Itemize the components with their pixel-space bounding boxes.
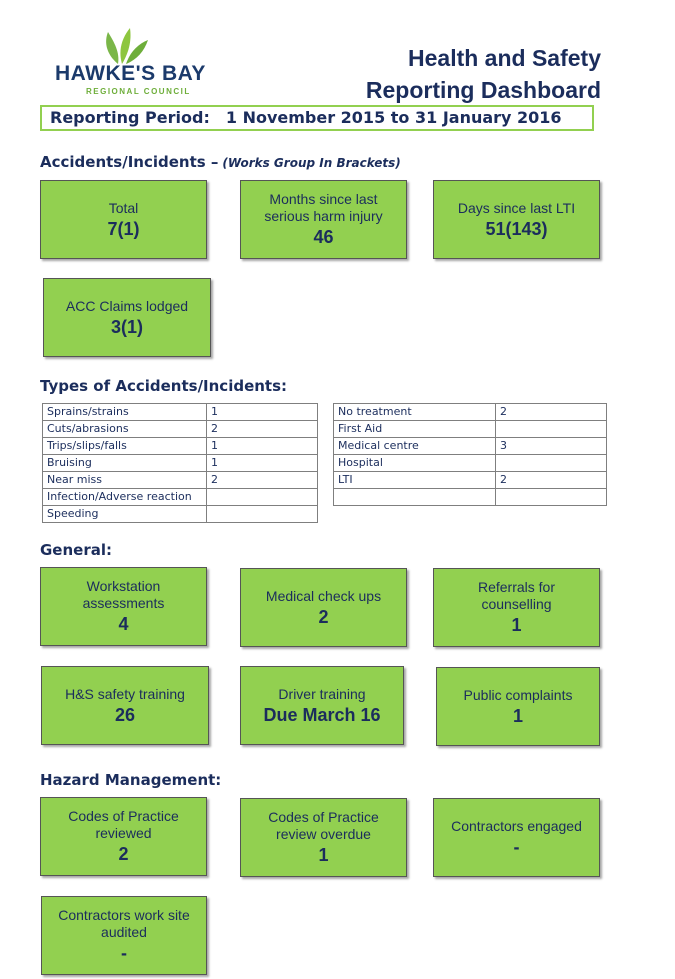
card-acc-claims: ACC Claims lodged 3(1) <box>43 278 211 357</box>
table-row: Infection/Adverse reaction <box>42 488 318 506</box>
card-contractors-audited: Contractors work site audited - <box>41 896 207 975</box>
logo-name: HAWKE'S BAY <box>55 62 206 85</box>
card-codes-reviewed: Codes of Practice reviewed 2 <box>40 797 207 876</box>
reporting-period-label: Reporting Period: <box>50 108 210 127</box>
table-row: Hospital <box>333 454 607 472</box>
card-medical-check-ups: Medical check ups 2 <box>240 568 407 647</box>
table-row: First Aid <box>333 420 607 438</box>
types-heading: Types of Accidents/Incidents: <box>40 377 288 395</box>
general-heading: General: <box>40 541 112 559</box>
card-hs-safety-training: H&S safety training 26 <box>41 666 209 745</box>
logo-subtitle: REGIONAL COUNCIL <box>86 87 191 96</box>
card-referrals-counselling: Referrals for counselling 1 <box>433 568 600 647</box>
page-title: Health and Safety Reporting Dashboard <box>301 42 601 106</box>
accidents-heading: Accidents/Incidents –(Works Group In Bra… <box>40 153 401 171</box>
card-total: Total 7(1) <box>40 180 207 259</box>
table-row <box>333 488 607 506</box>
card-workstation-assessments: Workstation assessments 4 <box>40 567 207 646</box>
reporting-period-box: Reporting Period: 1 November 2015 to 31 J… <box>40 105 594 131</box>
hazard-heading: Hazard Management: <box>40 771 222 789</box>
card-months-since-serious-harm: Months since last serious harm injury 46 <box>240 180 407 259</box>
table-row: Speeding <box>42 505 318 523</box>
accidents-note: (Works Group In Brackets) <box>222 156 401 170</box>
logo-leaf-icon <box>106 28 148 64</box>
card-driver-training: Driver training Due March 16 <box>240 666 404 745</box>
card-days-since-lti: Days since last LTI 51(143) <box>433 180 600 259</box>
card-codes-review-overdue: Codes of Practice review overdue 1 <box>240 798 407 877</box>
title-line-2: Reporting Dashboard <box>365 77 601 103</box>
card-public-complaints: Public complaints 1 <box>436 667 600 746</box>
title-line-1: Health and Safety <box>408 45 601 71</box>
card-contractors-engaged: Contractors engaged - <box>433 798 600 877</box>
reporting-period-value: 1 November 2015 to 31 January 2016 <box>225 108 562 127</box>
